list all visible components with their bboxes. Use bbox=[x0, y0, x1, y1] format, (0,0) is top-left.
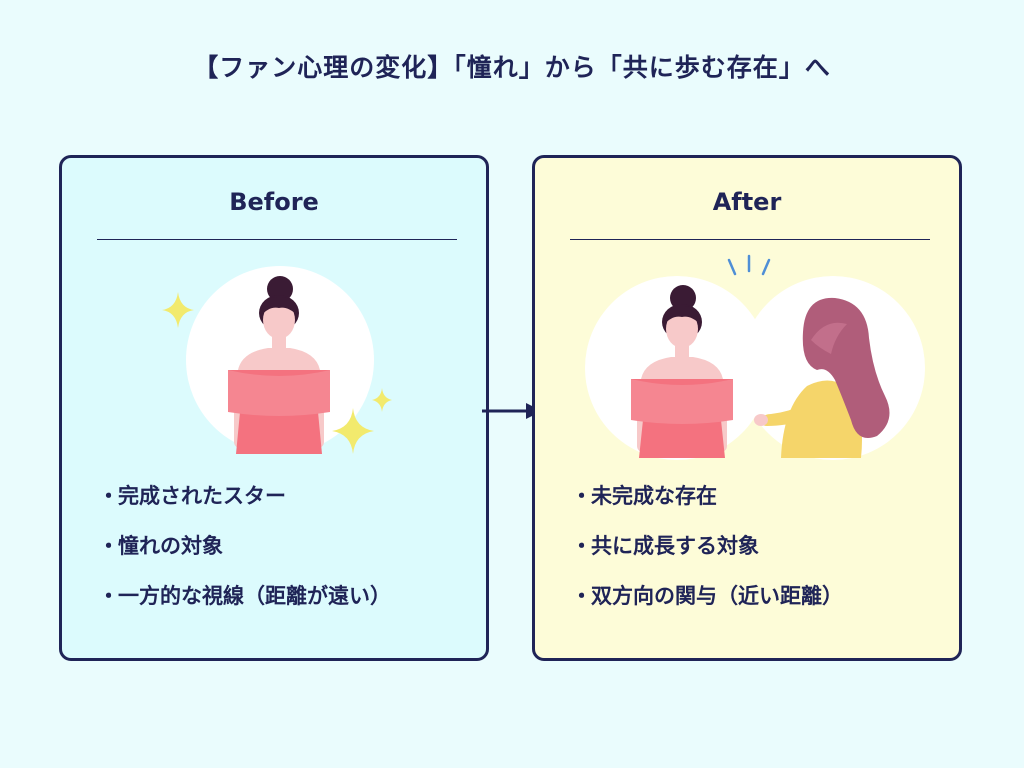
after-divider bbox=[570, 239, 930, 240]
before-panel: Before ・完成さ bbox=[59, 155, 489, 661]
sparkle-icon bbox=[332, 408, 374, 454]
fan-figure bbox=[754, 297, 890, 458]
list-item: ・憧れの対象 bbox=[98, 534, 223, 558]
after-illustration bbox=[585, 254, 925, 460]
list-item: ・共に成長する対象 bbox=[571, 534, 759, 558]
list-item: ・一方的な視線（距離が遠い） bbox=[98, 584, 391, 608]
page-title: 【ファン心理の変化】「憧れ」から「共に歩む存在」へ bbox=[193, 53, 831, 82]
before-illustration bbox=[162, 266, 392, 454]
sparkle-icon bbox=[162, 292, 194, 328]
list-item: ・双方向の関与（近い距離） bbox=[571, 584, 843, 608]
list-item: ・未完成な存在 bbox=[571, 484, 717, 508]
after-panel: After bbox=[532, 155, 962, 661]
after-heading: After bbox=[712, 188, 782, 216]
idol-figure bbox=[631, 285, 733, 458]
sparkle-icon bbox=[372, 388, 392, 412]
after-list: ・未完成な存在 ・共に成長する対象 ・双方向の関与（近い距離） bbox=[571, 484, 843, 634]
idol-figure bbox=[228, 276, 330, 454]
list-item: ・完成されたスター bbox=[98, 484, 286, 508]
before-divider bbox=[97, 239, 457, 240]
before-heading: Before bbox=[229, 188, 319, 216]
emphasis-lines-icon bbox=[727, 254, 771, 276]
before-list: ・完成されたスター ・憧れの対象 ・一方的な視線（距離が遠い） bbox=[98, 484, 391, 634]
